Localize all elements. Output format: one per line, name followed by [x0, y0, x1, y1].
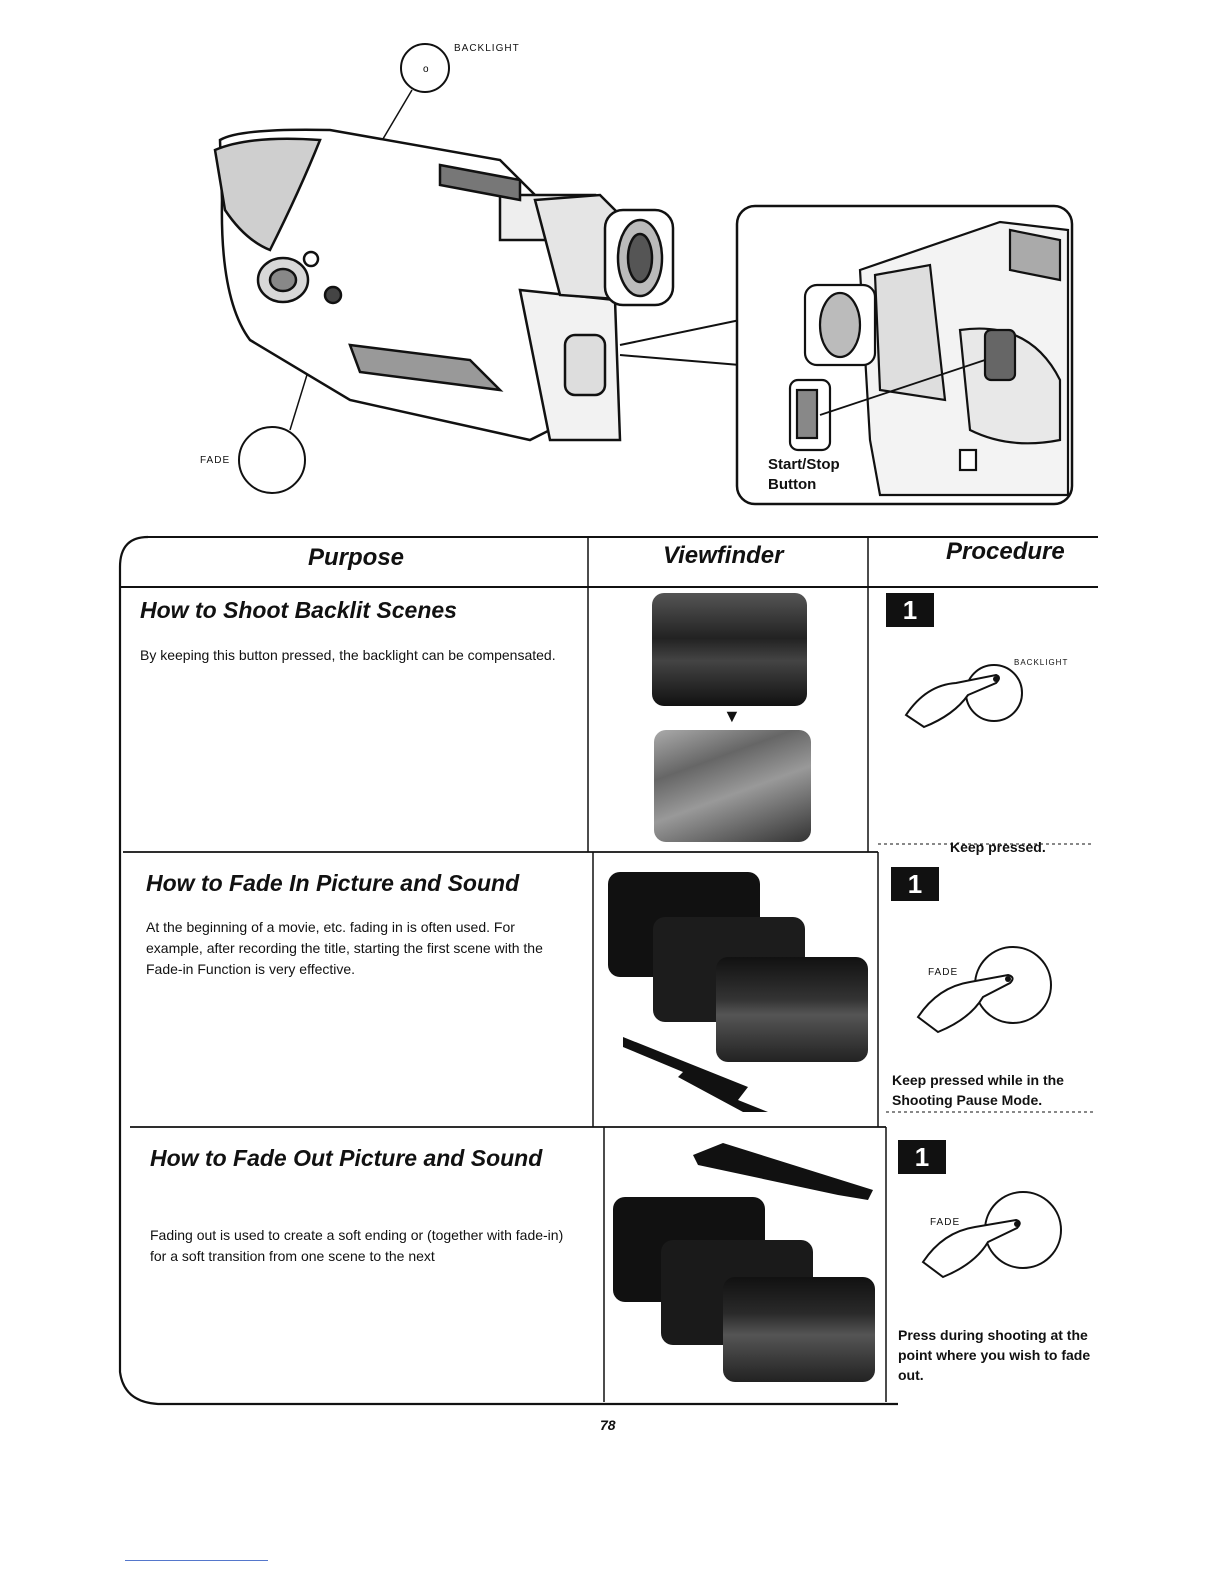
- row-description: By keeping this button pressed, the back…: [140, 647, 556, 663]
- backlight-callout-circle: [400, 43, 450, 93]
- viewfinder-dark-frame: [652, 593, 807, 706]
- hand-press-icon: [921, 1191, 1062, 1279]
- hand-press-icon: [904, 664, 1023, 729]
- svg-text:o: o: [423, 64, 429, 75]
- backlight-label: BACKLIGHT: [454, 43, 520, 54]
- button-label: FADE: [928, 967, 959, 978]
- procedure-text: Keep pressed while in the Shooting Pause…: [892, 1072, 1064, 1108]
- button-label: FADE: [930, 1217, 961, 1228]
- button-label: BACKLIGHT: [1014, 658, 1069, 667]
- row-fade-in: How to Fade In Picture and Sound At the …: [118, 852, 1100, 1127]
- procedure-text: Press during shooting at the point where…: [898, 1327, 1091, 1383]
- viewfinder-bright-frame: [654, 730, 811, 842]
- row-title: How to Shoot Backlit Scenes: [140, 597, 457, 623]
- row-fade-out: How to Fade Out Picture and Sound Fading…: [118, 1127, 1100, 1402]
- step-number-box: 1: [898, 1140, 946, 1174]
- row-title: How to Fade Out Picture and Sound: [150, 1145, 543, 1171]
- camcorder-rear-view: [788, 220, 1070, 497]
- fade-label: FADE: [200, 455, 231, 466]
- page-number: 78: [600, 1417, 616, 1433]
- row-description: At the beginning of a movie, etc. fading…: [146, 919, 543, 977]
- viewfinder-frame-3: [716, 957, 868, 1062]
- viewfinder-frame-3: [723, 1277, 875, 1382]
- header-procedure: Procedure: [946, 538, 1065, 565]
- function-table: Purpose Viewfinder Procedure How to Shoo…: [118, 532, 1100, 1407]
- row-backlit: How to Shoot Backlit Scenes By keeping t…: [118, 587, 1100, 855]
- row-title: How to Fade In Picture and Sound: [146, 870, 520, 896]
- header-viewfinder: Viewfinder: [663, 542, 784, 569]
- header-purpose: Purpose: [308, 544, 405, 571]
- camcorder-figure: o: [0, 0, 1224, 520]
- fade-callout-circle: [238, 426, 306, 494]
- footer-rule: [125, 1560, 268, 1561]
- camcorder-illustration: o: [213, 43, 1074, 506]
- procedure-text: Keep pressed.: [950, 839, 1046, 855]
- camcorder-body: [213, 128, 675, 442]
- step-number-box: 1: [886, 593, 934, 627]
- row-description: Fading out is used to create a soft endi…: [150, 1227, 564, 1264]
- table-lines: [118, 535, 1098, 1406]
- fade-out-arrow-icon: [693, 1143, 873, 1200]
- fade-in-arrow-icon: [623, 1037, 768, 1112]
- down-arrow-icon: ▼: [723, 706, 741, 726]
- start-stop-label: Start/Stop Button: [768, 456, 840, 493]
- step-number-box: 1: [891, 867, 939, 901]
- hand-press-icon: [916, 946, 1052, 1034]
